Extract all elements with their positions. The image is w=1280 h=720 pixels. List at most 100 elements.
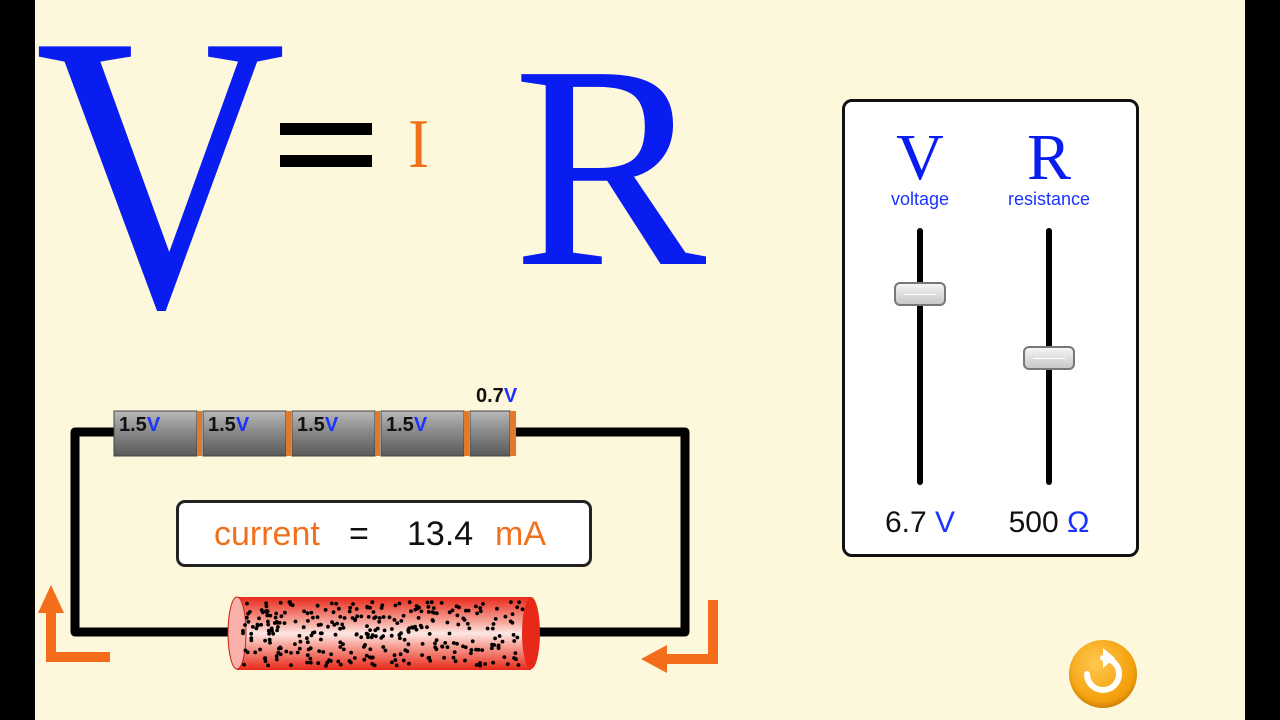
charge-dot (490, 642, 494, 647)
charge-dot (513, 651, 518, 655)
charge-dot (352, 656, 357, 660)
reset-button[interactable] (1069, 640, 1137, 708)
charge-dot (427, 632, 432, 636)
charge-dot (365, 624, 369, 628)
charge-dot (500, 639, 505, 644)
charge-dot (267, 631, 271, 636)
charge-dot (338, 614, 343, 619)
wire-left (70, 427, 245, 637)
charge-dot (305, 653, 310, 658)
charge-dot (370, 655, 375, 660)
charge-dot (315, 603, 320, 608)
charge-dot (431, 606, 436, 610)
charge-dot (335, 621, 339, 626)
charge-dot (264, 604, 269, 609)
charge-dot (333, 632, 338, 637)
charge-dot (414, 604, 419, 608)
charge-dot (264, 601, 268, 606)
voltage-slider-track[interactable] (917, 228, 923, 485)
charge-dot (317, 649, 322, 653)
battery-cell (291, 410, 380, 457)
charge-dot (255, 622, 260, 627)
slider-panel: V voltage R resistance 6.7 V 500 Ω (842, 99, 1139, 557)
voltage-slider-thumb[interactable] (894, 282, 946, 307)
charge-dot (447, 631, 452, 636)
charge-dot (293, 642, 297, 646)
charge-dot (470, 639, 475, 644)
charge-dot (497, 634, 502, 638)
charge-dot (420, 642, 425, 646)
charge-dot (392, 653, 397, 658)
charge-dot (319, 622, 323, 627)
charge-dot (371, 610, 376, 614)
charge-dot (266, 622, 271, 627)
charge-dot (289, 651, 293, 655)
charge-dot (274, 620, 279, 624)
charge-dot (517, 600, 521, 605)
charge-dot (496, 646, 501, 650)
charge-dot (266, 619, 270, 624)
charge-dot (337, 606, 341, 611)
charge-dot (483, 662, 487, 666)
charge-dot (433, 641, 437, 646)
charge-dot (340, 622, 345, 627)
charge-dot (382, 628, 387, 633)
charge-dot (273, 615, 278, 620)
charge-dot (348, 605, 353, 610)
charge-dot (515, 635, 520, 640)
charge-dot (359, 614, 364, 619)
charge-dot (515, 605, 520, 610)
charge-dot (450, 608, 455, 613)
charge-dot (416, 616, 421, 620)
charge-dot (305, 611, 310, 616)
charge-dot (372, 616, 376, 620)
charge-dot (325, 660, 330, 665)
charge-dot (493, 636, 497, 641)
equation-i-letter: I (408, 106, 430, 183)
charge-dot (244, 615, 249, 620)
charge-dot (264, 609, 268, 614)
resistance-readout: 500 Ω (979, 506, 1119, 540)
battery-cell (113, 410, 202, 457)
charge-dot (452, 650, 457, 654)
charge-dot (354, 607, 359, 611)
voltage-letter: V (896, 121, 944, 194)
charge-dot (362, 657, 367, 662)
charge-dot (407, 600, 412, 605)
circuit-diagram (38, 410, 718, 673)
charge-dot (265, 613, 270, 618)
charge-dot (508, 619, 513, 624)
arrow-icon (641, 600, 718, 673)
resistance-slider-thumb[interactable] (1023, 345, 1075, 370)
simulation-stage: V = I R V voltage R resistance 6.7 V 500… (35, 0, 1245, 720)
charge-dot (338, 640, 343, 645)
battery-label: 1.5V (297, 414, 339, 436)
charge-dot (316, 661, 321, 666)
charge-dot (298, 639, 303, 644)
charge-dot (245, 650, 250, 655)
charge-dot (241, 628, 245, 633)
battery-label: 1.5V (119, 414, 161, 436)
charge-dot (289, 663, 293, 667)
battery-cell-partial (469, 410, 516, 457)
charge-dot (464, 608, 468, 613)
charge-dot (469, 651, 473, 656)
charge-dot (284, 649, 289, 654)
charge-dot (455, 613, 460, 618)
charge-dot (279, 614, 284, 619)
charge-dot (362, 645, 366, 649)
charge-dot (425, 625, 429, 629)
charge-dot (392, 618, 397, 622)
charge-dot (258, 647, 262, 652)
charge-dot (297, 646, 302, 651)
charge-dot (373, 628, 378, 633)
charge-dot (351, 602, 355, 606)
resistor (227, 596, 540, 670)
charge-dot (491, 622, 496, 626)
charge-dot (276, 625, 280, 629)
charge-dot (374, 634, 378, 639)
charge-dot (428, 658, 433, 663)
charge-dot (512, 639, 517, 643)
charge-dot (433, 645, 438, 650)
charge-dot (425, 600, 430, 605)
